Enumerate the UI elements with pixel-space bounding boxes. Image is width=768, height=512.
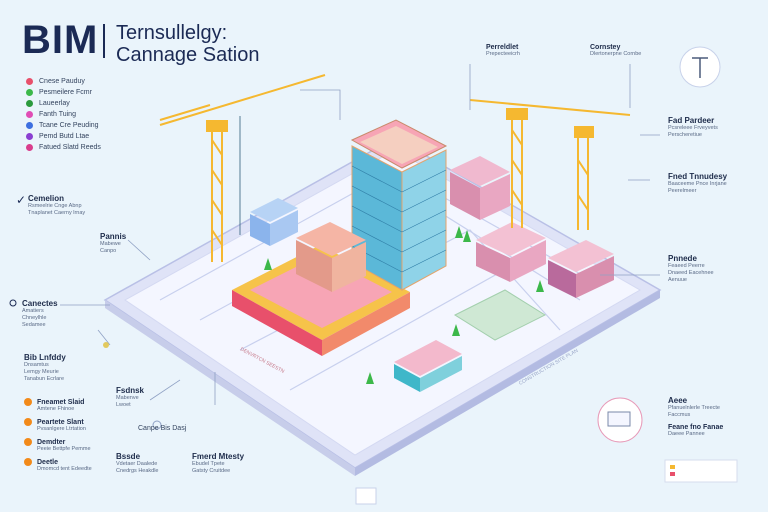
- podium-side-left: [232, 290, 322, 356]
- label-cornstey: Cornstey Dlertonerpne Cornbe: [590, 44, 642, 57]
- pink-bldg2-left: [476, 242, 510, 282]
- marker-ring: [152, 420, 162, 430]
- app-title: BIM: [22, 18, 99, 62]
- list-item[interactable]: Fneamet Slaid Amtene Fhinoe: [24, 398, 92, 413]
- legend-item[interactable]: Pemd Butd Ltae: [26, 131, 101, 142]
- legend-box: [664, 459, 738, 483]
- legend-dot-icon: [26, 122, 33, 129]
- crane-right-cab: [506, 108, 528, 120]
- label-fsdnsk: Fsdnsk Mabenve Lwoet: [116, 386, 145, 408]
- label-canectes: Canectes Amatiers Chneylhle Sedamee: [22, 299, 58, 328]
- pink-bldg3-left: [548, 260, 576, 298]
- bottom-left-list: Fneamet Slaid Amtene Fhinoe Peartete Sla…: [24, 398, 92, 473]
- legend-item[interactable]: Laueerlay: [26, 98, 101, 109]
- list-item[interactable]: Deetle Dmomcd tent Edeedte: [24, 458, 92, 473]
- legend-item[interactable]: Tcane Cre Peuding: [26, 120, 101, 131]
- blue-bldg-roof: [250, 198, 298, 222]
- label-bssde: Bssde Vdetaer Daalede Cnedrgs Heakdle: [116, 452, 159, 474]
- label-pannis: Pannis Mabewe Canpo: [100, 232, 127, 254]
- legend-item[interactable]: Fanth Tuing: [26, 109, 101, 120]
- list-item[interactable]: Demdter Peeie Bettpfe Pemme: [24, 438, 92, 453]
- legend-dot-icon: [26, 89, 33, 96]
- label-cemelion: Cemelion Rsmeelrie Cnge Abnp Tnaplanet C…: [28, 194, 86, 216]
- brick-right: [332, 242, 366, 292]
- orange-dot-icon: [24, 398, 32, 406]
- blue-bldg-right: [270, 210, 298, 246]
- legend: Cnese Pauduy Pesmeilere Fcmr Laueerlay F…: [26, 76, 101, 153]
- crane-far-right-cab: [574, 126, 594, 138]
- marker-dot: [103, 342, 109, 348]
- brick-roof: [296, 222, 366, 256]
- orange-dot-icon: [24, 418, 32, 426]
- legend-label: Cnese Pauduy: [39, 78, 85, 85]
- legend-label: Pemd Butd Ltae: [39, 133, 90, 140]
- legend-label: Fanth Tuing: [39, 111, 76, 118]
- legend-label: Laueerlay: [39, 100, 70, 107]
- circle-marker-icon: [9, 299, 17, 307]
- pink-bldg3-roof: [548, 240, 614, 272]
- crane-right: [469, 99, 631, 228]
- legend-dot-icon: [26, 78, 33, 85]
- connector-lines: [60, 64, 660, 405]
- crane-far-right: [577, 135, 589, 230]
- subtitle-line-2: Cannage Sation: [116, 44, 260, 66]
- label-fad-pardeer: Fad Pardeer Pcsreleee Frveyvets Perscher…: [668, 116, 718, 138]
- pink-bldg3-right: [576, 256, 614, 298]
- legend-item[interactable]: Cnese Pauduy: [26, 76, 101, 87]
- label-feane: Feane fno Fanae Daeee Pannee: [668, 424, 724, 437]
- brick-left: [296, 240, 332, 292]
- podium-side-right: [322, 292, 410, 356]
- tower-roof-inner: [360, 126, 438, 164]
- tower-grid: [351, 165, 447, 273]
- title-divider: [103, 24, 105, 58]
- label-canpe-bis: Canpe Bis Dasj: [138, 425, 187, 432]
- pink-bldg2-right: [510, 240, 546, 282]
- label-perreldlet: Perreldlet Prepecteeicrh: [486, 44, 520, 57]
- teal-bldg-right: [420, 356, 462, 392]
- legend-label: Fatued Slatd Reeds: [39, 144, 101, 151]
- pink-bldg2-roof: [476, 222, 546, 256]
- pink-bldg-right: [480, 174, 510, 220]
- label-aeee: Aeee Pfanuelnlerle Treecte Faccmus: [668, 396, 720, 418]
- label-bim-lnfddy: Bib Lnfddy Dnsamtus Lemgy Meurie Tanabun…: [24, 353, 66, 382]
- label-fned-tnnudesy: Fned Tnnudesy Baaceeme Pnce Inrjane Peer…: [668, 172, 728, 194]
- orange-dot-icon: [24, 438, 32, 446]
- pink-bldg-left: [450, 172, 480, 220]
- podium-inner: [250, 255, 392, 328]
- platform-edge-left: [105, 300, 355, 476]
- teal-bldg-left: [394, 364, 420, 392]
- legend-dot-icon: [26, 144, 33, 151]
- legend-dot-icon: [26, 111, 33, 118]
- legend-item[interactable]: Fatued Slatd Reeds: [26, 142, 101, 153]
- platform-edge-right: [355, 290, 660, 476]
- crane-left-cab: [206, 120, 228, 132]
- legend-label: Tcane Cre Peuding: [39, 122, 99, 129]
- legend-dot-icon: [26, 100, 33, 107]
- pink-bldg-roof: [450, 156, 510, 186]
- blue-bldg-left: [250, 214, 270, 246]
- label-pnnede: Pnnede Feaeed Peerre Dnaeed Eacehnee Aen…: [668, 254, 714, 283]
- orange-dot-icon: [24, 458, 32, 466]
- list-item[interactable]: Peartete Slant Pvsanlgere Ltrtation: [24, 418, 92, 433]
- legend-item[interactable]: Pesmeilere Fcmr: [26, 87, 101, 98]
- bottom-icon: [355, 487, 377, 505]
- tower-face-right: [401, 149, 447, 291]
- legend-dot-icon: [26, 133, 33, 140]
- label-fmerd-mtesty: Fmerd Mtesty Ebudel Tpete Gatsty Cruitde…: [192, 452, 245, 474]
- check-icon: ✓: [16, 193, 26, 207]
- crane-left: [159, 74, 326, 262]
- subtitle-line-1: Ternsullelgy:: [116, 22, 228, 44]
- lawn: [453, 289, 547, 341]
- legend-label: Pesmeilere Fcmr: [39, 89, 92, 96]
- app-subtitle: Ternsullelgy: Cannage Sation: [116, 22, 259, 66]
- trees: [264, 226, 544, 384]
- teal-bldg-roof: [394, 340, 462, 376]
